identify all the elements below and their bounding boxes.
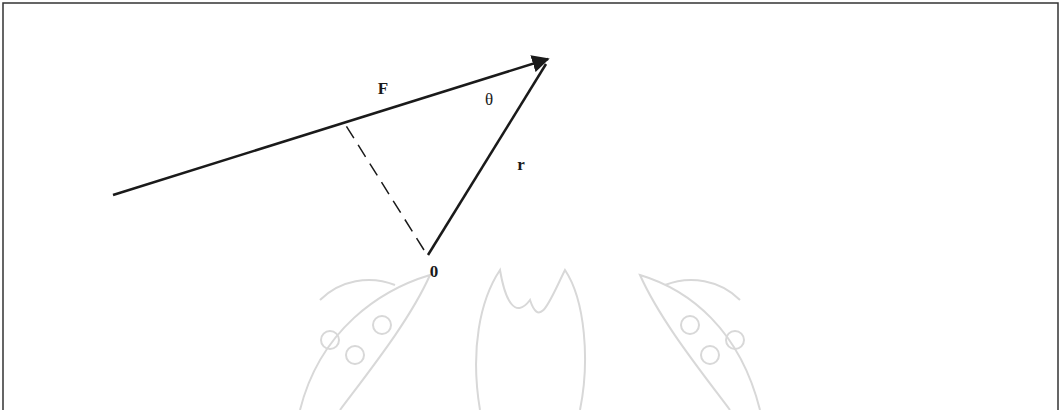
frame-border bbox=[3, 3, 1058, 410]
watermark-emblem bbox=[300, 270, 760, 410]
force-vector bbox=[113, 59, 548, 195]
angle-label: θ bbox=[485, 91, 493, 108]
force-label: F bbox=[378, 80, 388, 97]
perpendicular-dashed bbox=[345, 124, 424, 250]
origin-label: 0 bbox=[430, 263, 439, 280]
position-vector bbox=[428, 64, 546, 255]
position-label: r bbox=[517, 156, 525, 173]
